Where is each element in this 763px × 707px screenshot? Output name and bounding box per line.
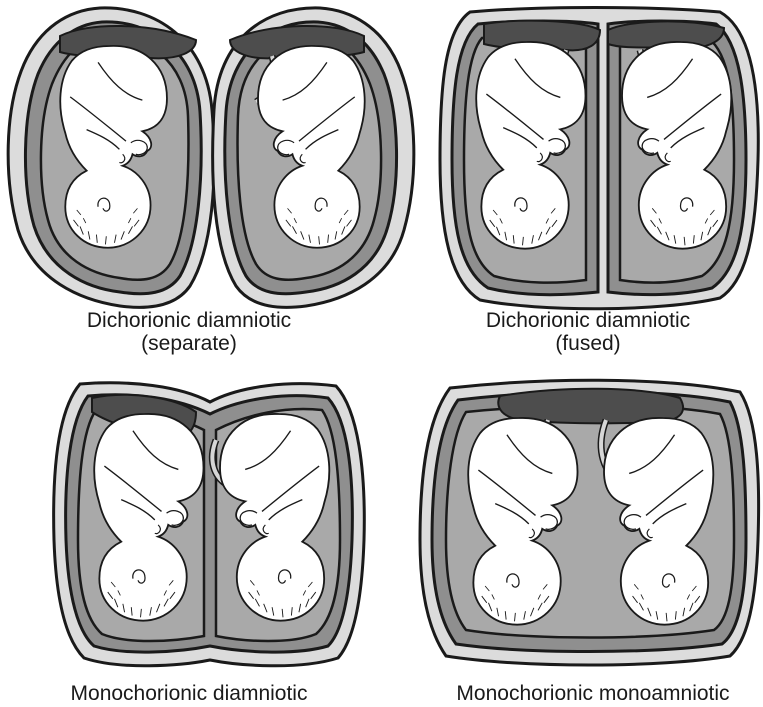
gestational-sac-right [213,8,414,307]
panel-mcda [54,383,365,666]
gestational-sac-left [8,8,214,307]
panel-mcma [420,380,759,665]
caption-mcma: Monochorionic monoamniotic [443,682,743,705]
caption-mcda: Monochorionic diamniotic [44,682,334,705]
caption-dcda-separate: Dichorionic diamniotic (separate) [44,309,334,355]
caption-line: (separate) [44,332,334,355]
caption-line: Dichorionic diamniotic [44,309,334,332]
caption-line: (fused) [443,332,733,355]
caption-line: Monochorionic monoamniotic [443,682,743,705]
panel-dcda-separate [8,8,414,307]
caption-line: Dichorionic diamniotic [443,309,733,332]
caption-dcda-fused: Dichorionic diamniotic (fused) [443,309,733,355]
panel-dcda-fused [440,8,758,309]
caption-line: Monochorionic diamniotic [44,682,334,705]
